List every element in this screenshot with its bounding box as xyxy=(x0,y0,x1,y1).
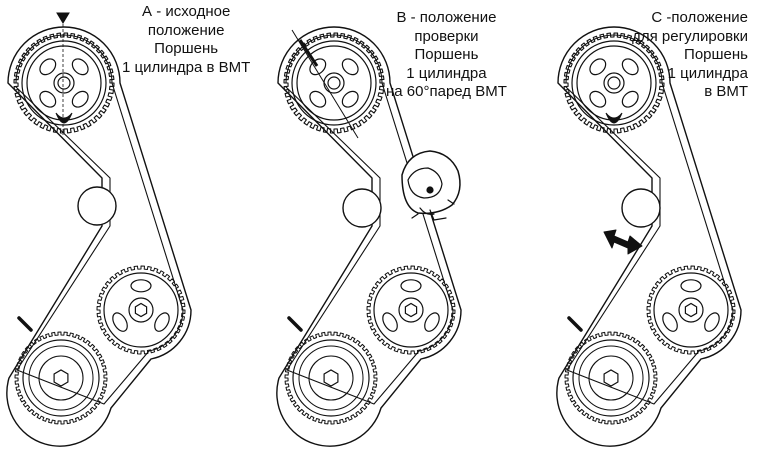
crankshaft-pulley xyxy=(14,331,108,425)
pump-hex xyxy=(404,302,418,318)
pump-hex xyxy=(134,302,148,318)
sprocket-hole xyxy=(39,58,57,76)
sprocket-hole xyxy=(309,90,327,108)
sprocket-hole xyxy=(589,90,607,108)
timing-belt xyxy=(276,26,462,447)
caption-c-line-2: для регулировки xyxy=(632,27,748,45)
pump-hole xyxy=(400,279,422,293)
sprocket-hole xyxy=(341,58,359,76)
panel-b xyxy=(276,26,462,447)
pump-hole xyxy=(382,312,398,332)
caption-b-line-5: на 60°паред ВМТ xyxy=(386,83,507,100)
panel-a xyxy=(6,26,192,447)
caption-a: А - исходное положение Поршень 1 цилиндр… xyxy=(122,3,250,77)
pump-hole xyxy=(130,279,152,293)
cam-timing-mark xyxy=(605,112,623,124)
bolt-hex xyxy=(53,369,69,387)
caption-b-line-2: проверки xyxy=(414,27,479,45)
crankshaft-pulley xyxy=(564,331,658,425)
water-pump-pulley xyxy=(646,265,736,355)
rotated-mark xyxy=(298,39,319,67)
sprocket-hole xyxy=(621,58,639,76)
caption-c-line-5: в ВМТ xyxy=(704,83,748,100)
camshaft-sprocket xyxy=(283,32,385,134)
rotation-reference-line xyxy=(291,29,359,139)
pump-hex xyxy=(684,302,698,318)
timing-belt xyxy=(556,26,742,447)
caption-c-line-3: Поршень xyxy=(684,46,748,63)
crankshaft-pulley xyxy=(284,331,378,425)
bolt-hex xyxy=(323,369,339,387)
caption-a-line-2: положение xyxy=(147,21,225,39)
pump-hole xyxy=(154,312,170,332)
pump-hole xyxy=(662,312,678,332)
caption-b-line-3: Поршень xyxy=(414,46,479,63)
adjust-arrow-icon xyxy=(603,229,643,255)
tdc-pointer-icon xyxy=(56,12,70,24)
tensioner-roller xyxy=(77,186,117,226)
bolt-hex xyxy=(603,369,619,387)
caption-c-line-1: С -положение xyxy=(651,9,748,26)
caption-b: В - положение проверки Поршень 1 цилиндр… xyxy=(386,9,507,102)
caption-a-line-4: 1 цилиндра в ВМТ xyxy=(122,58,251,76)
caption-c: С -положение для регулировки Поршень 1 ц… xyxy=(620,9,748,102)
crank-timing-mark xyxy=(567,316,583,332)
water-pump-pulley xyxy=(366,265,456,355)
caption-b-line-4: 1 цилиндра xyxy=(406,64,487,82)
timing-belt xyxy=(6,26,192,447)
sprocket-hole xyxy=(39,90,57,108)
sprocket-hole xyxy=(589,58,607,76)
caption-a-line-3: Поршень xyxy=(154,40,219,57)
cam-timing-mark xyxy=(55,112,73,124)
caption-b-line-1: В - положение xyxy=(396,9,497,26)
tensioner-roller xyxy=(342,188,382,228)
sprocket-hole xyxy=(71,58,89,76)
panel-c xyxy=(556,26,742,447)
crank-timing-mark xyxy=(287,316,303,332)
pump-hole xyxy=(704,312,720,332)
tensioner-roller xyxy=(621,188,661,228)
water-pump-pulley xyxy=(96,265,186,355)
sprocket-hole xyxy=(621,90,639,108)
sprocket-hole xyxy=(341,90,359,108)
tension-gauge-icon xyxy=(401,150,461,221)
pump-hole xyxy=(424,312,440,332)
caption-c-line-4: 1 цилиндра xyxy=(667,64,748,82)
pump-hole xyxy=(112,312,128,332)
caption-a-line-1: А - исходное xyxy=(142,3,231,20)
pump-hole xyxy=(680,279,702,293)
sprocket-hole xyxy=(71,90,89,108)
crank-timing-mark xyxy=(17,316,33,332)
